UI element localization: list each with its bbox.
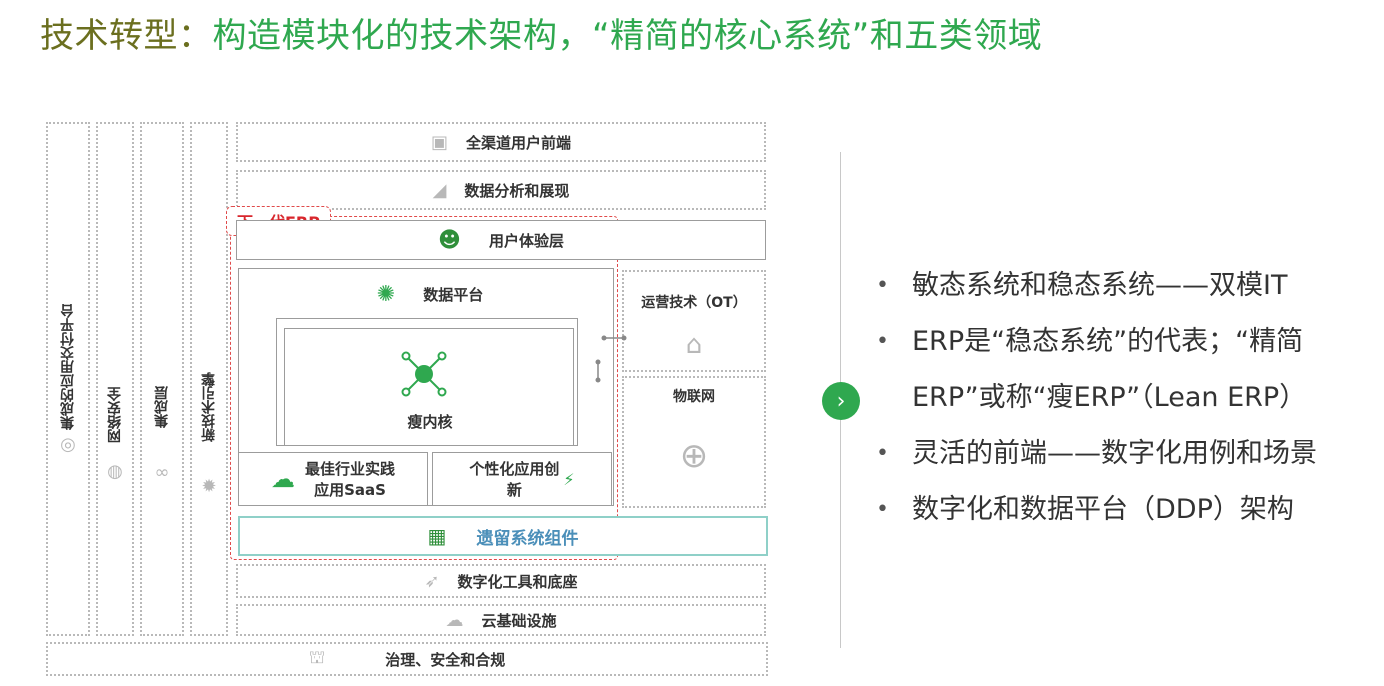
layer-label: 用户体验层 [488, 231, 564, 250]
custom-innovation: 个性化应用创 新 ⚡ [432, 452, 612, 506]
layer-label: 治理、安全和合规 [385, 650, 506, 669]
bullet-item: • 数字化和数据平台（DDP）架构 [876, 482, 1376, 538]
lean-core-label: 瘦内核 [407, 413, 453, 431]
lean-core: 瘦内核 [284, 328, 574, 446]
cloud-icon: ☁ [270, 465, 295, 493]
bullet-dot: • [876, 441, 889, 466]
iot-globe-icon: ⊕ [679, 436, 709, 476]
bullet-item: • 敏态系统和稳态系统——双模IT [876, 258, 1376, 314]
ot-label: 运营技术（OT） [641, 295, 747, 311]
bullet-dot: • [876, 497, 889, 522]
column-label: 集成层 [154, 385, 170, 428]
bullet-list: • 敏态系统和稳态系统——双模IT • ERP是“稳态系统”的代表；“精简 ER… [876, 258, 1376, 538]
column-label: 新技术引擎 [201, 371, 217, 442]
channel-icon: ▣ [430, 131, 448, 153]
page-title: 技术转型：构造模块化的技术架构，“精简的核心系统”和五类领域 [40, 8, 1042, 57]
layer-cloud: ☁ 云基础设施 [236, 604, 766, 636]
building-icon: ⛫ [308, 647, 326, 668]
iot-label: 物联网 [673, 389, 715, 405]
custom-innovation-line2: 新 [506, 481, 522, 499]
layer-label: 云基础设施 [481, 611, 557, 630]
layer-label: 遗留系统组件 [476, 528, 579, 549]
ot-box: 运营技术（OT） ⌂ [622, 270, 766, 372]
bullet-item: • 灵活的前端——数字化用例和场景 [876, 426, 1376, 482]
bullet-dot: • [876, 329, 889, 354]
layer-digital-tools: ➶ 数字化工具和底座 [236, 564, 766, 598]
column-network-security: 网络安全 ◍ [96, 122, 134, 636]
best-practice-line2: 应用SaaS [314, 481, 386, 499]
cloud-gray-icon: ☁ [445, 609, 464, 631]
title-prefix: 技术转型： [40, 16, 213, 56]
chevron-right-icon: › [822, 382, 860, 420]
layer-label: 全渠道用户前端 [466, 133, 572, 152]
data-platform-icon: ✺ [376, 281, 396, 307]
chart-icon: ◢ [432, 179, 447, 201]
plug-icon: ⚡ [563, 469, 575, 489]
best-practice-saas: ☁ 最佳行业实践 应用SaaS [238, 452, 428, 506]
layer-channel-front: ▣ 全渠道用户前端 [236, 122, 766, 162]
layer-governance: ⛫ 治理、安全和合规 [46, 642, 768, 676]
brick-icon: ▦ [427, 524, 447, 548]
data-platform-header: ✺ 数据平台 [320, 280, 540, 308]
gear-icon: ✹ [201, 475, 217, 497]
factory-icon: ⌂ [685, 330, 703, 360]
data-platform-label: 数据平台 [423, 285, 484, 304]
layer-label: 数据分析和展现 [464, 181, 570, 200]
bullet-dot: • [876, 273, 889, 298]
rocket-icon: ➶ [424, 570, 440, 592]
bullet-text: 敏态系统和稳态系统——双模IT [912, 270, 1288, 301]
layer-analytics: ◢ 数据分析和展现 [236, 170, 766, 210]
globe-icon: ◍ [107, 460, 123, 482]
headset-icon: ◎ [60, 433, 76, 455]
bullet-text-continued: ERP”或称“瘦ERP”（Lean ERP） [912, 382, 1307, 413]
best-practice-line1: 最佳行业实践 [304, 460, 395, 478]
bullet-text: 灵活的前端——数字化用例和场景 [912, 438, 1317, 469]
layer-label: 数字化工具和底座 [457, 572, 578, 591]
column-integration-layer: 集成层 ∞ [140, 122, 184, 636]
next-gen-erp-frame [230, 216, 618, 560]
layer-legacy: ▦ 遗留系统组件 [238, 516, 768, 556]
layer-user-experience: ☻ 用户体验层 [236, 220, 766, 260]
lean-core-icon [401, 351, 447, 397]
column-new-tech-engine: 新技术引擎 ✹ [190, 122, 228, 636]
connector-lines [595, 335, 627, 383]
bullet-text: 数字化和数据平台（DDP）架构 [912, 494, 1294, 525]
user-icon: ☻ [438, 227, 461, 253]
column-integrated-delivery: 集成的应用交付平台 ◎ [46, 122, 90, 636]
iot-box: 物联网 ⊕ [622, 376, 766, 508]
column-label: 集成的应用交付平台 [60, 303, 76, 430]
bullet-item: • ERP是“稳态系统”的代表；“精简 [876, 314, 1376, 370]
bullet-text: ERP是“稳态系统”的代表；“精简 [912, 326, 1304, 357]
custom-innovation-line1: 个性化应用创 [469, 460, 560, 478]
column-label: 网络安全 [107, 386, 123, 443]
title-main: 构造模块化的技术架构，“精简的核心系统”和五类领域 [212, 16, 1043, 56]
handshake-icon: ∞ [154, 461, 170, 483]
